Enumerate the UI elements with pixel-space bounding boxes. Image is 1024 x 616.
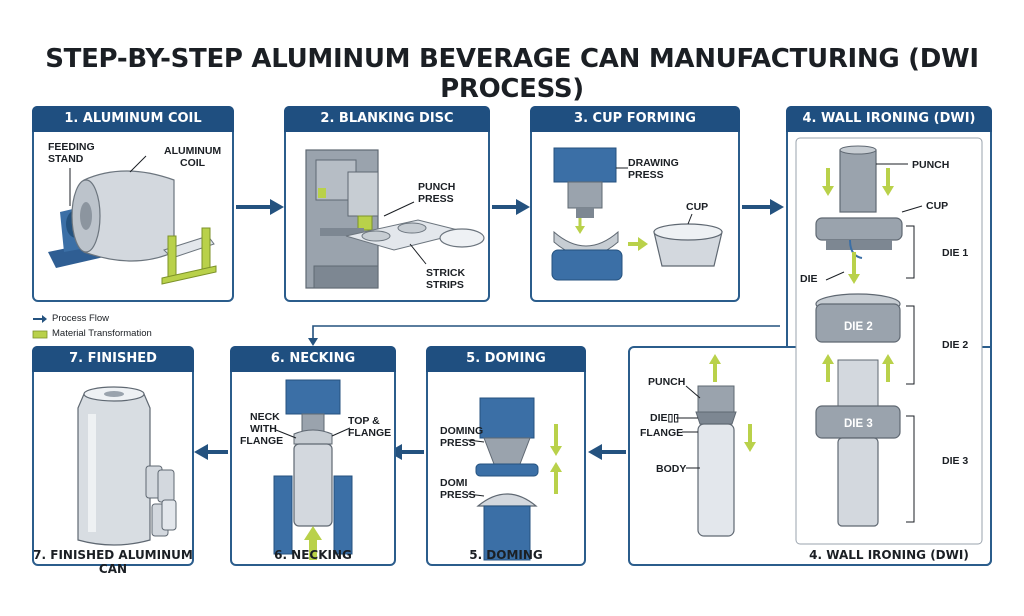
label-punch-ext: PUNCH bbox=[648, 376, 685, 388]
label-feeding: FEEDING bbox=[48, 141, 95, 153]
flow-arrow-6-7 bbox=[194, 444, 228, 460]
necked-can bbox=[293, 443, 333, 527]
label-top: TOP & bbox=[348, 415, 380, 427]
blanking-press-illustration: PUNCH PRESS STRICK STRIPS bbox=[305, 149, 485, 291]
panel-title-wall-ironing: 4. WALL IRONING (DWI) bbox=[786, 106, 992, 132]
panel-title-aluminum-coil: 1. ALUMINUM COIL bbox=[32, 106, 234, 132]
legend-process-flow: Process Flow bbox=[32, 311, 152, 326]
ironed-can-body bbox=[837, 437, 879, 527]
label-domi-press: PRESS bbox=[440, 489, 476, 501]
label-aluminum: ALUMINUM bbox=[164, 145, 221, 157]
panel-blanking-disc: 2. BLANKING DISC PUNCH PRESS STRICK STRI… bbox=[284, 106, 490, 302]
extended-can-body bbox=[697, 423, 735, 537]
panel-title-blanking-disc: 2. BLANKING DISC bbox=[284, 106, 490, 132]
doming-illustration: DOMING PRESS DOMI PRESS bbox=[440, 397, 562, 561]
label-stand: STAND bbox=[48, 153, 84, 165]
panel-cup-forming: 3. CUP FORMING DRAWING PRESS CUP bbox=[530, 106, 740, 302]
die-2-inner-label: DIE 2 bbox=[844, 321, 873, 333]
label-cup: CUP bbox=[686, 201, 708, 213]
necking-die-upper bbox=[285, 379, 341, 415]
label-strick: STRICK bbox=[426, 267, 466, 279]
down-arrow-icon bbox=[744, 442, 756, 452]
label-domi: DOMI bbox=[440, 477, 467, 489]
drawing-press bbox=[553, 147, 617, 183]
die-2 bbox=[815, 303, 901, 343]
panel-title-cup-forming: 3. CUP FORMING bbox=[530, 106, 740, 132]
label-die-ext: DIE▯▯ bbox=[650, 412, 679, 424]
label-doming: DOMING bbox=[440, 425, 483, 437]
ironing-punch bbox=[839, 149, 877, 213]
necking-illustration: NECK WITH FLANGE TOP & FLANGE bbox=[240, 379, 391, 560]
flow-arrow-1-2 bbox=[236, 199, 284, 215]
label-press: PRESS bbox=[418, 193, 454, 205]
label-with: WITH bbox=[250, 423, 277, 435]
die-1 bbox=[815, 217, 903, 241]
flow-arrow-2-3 bbox=[492, 199, 530, 215]
label-die-2: DIE 2 bbox=[942, 339, 968, 351]
punch-tool bbox=[357, 215, 373, 231]
flow-arrow-4-6 bbox=[308, 325, 780, 346]
doming-press-upper bbox=[479, 397, 535, 439]
doming-press-lower bbox=[483, 505, 531, 561]
legend-material-transformation-label: Material Transformation bbox=[52, 328, 152, 339]
label-flange-p6: FLANGE bbox=[240, 435, 283, 447]
caption-doming: 5. DOMING bbox=[469, 548, 543, 562]
flow-arrow-3-4 bbox=[742, 199, 784, 215]
label-top-flange: FLANGE bbox=[348, 427, 391, 439]
caption-wall-ironing: 4. WALL IRONING (DWI) bbox=[809, 548, 969, 562]
panel-title-necking: 6. NECKING bbox=[230, 346, 396, 372]
label-strips: STRIPS bbox=[426, 279, 464, 291]
label-body-ext: BODY bbox=[656, 463, 686, 475]
can-dome bbox=[476, 493, 538, 507]
flow-arrow-4-5 bbox=[588, 444, 626, 460]
label-die-1: DIE 1 bbox=[942, 247, 968, 259]
label-flange-ext: FLANGE bbox=[640, 427, 683, 439]
panel-doming: 5. DOMING DOMING PRESS DOMI PRESS bbox=[426, 346, 586, 566]
label-punch: PUNCH bbox=[418, 181, 455, 193]
label-die-left: DIE bbox=[800, 273, 818, 285]
aluminum-coil-illustration: FEEDING STAND ALUMINUM COIL bbox=[48, 141, 221, 285]
label-neck: NECK bbox=[250, 411, 280, 423]
page-title: STEP-BY-STEP ALUMINUM BEVERAGE CAN MANUF… bbox=[45, 44, 979, 104]
label-cup-p4: CUP bbox=[926, 200, 948, 212]
label-coil: COIL bbox=[180, 157, 206, 169]
die-3-inner-label: DIE 3 bbox=[844, 418, 873, 430]
cup-forming-illustration: DRAWING PRESS CUP bbox=[551, 147, 723, 281]
panel-aluminum-coil: 1. ALUMINUM COIL FEEDING STAND ALUMINUM … bbox=[32, 106, 234, 302]
panel-necking: 6. NECKING NECK WITH FLANGE TOP & FLANGE bbox=[230, 346, 396, 566]
label-die-3: DIE 3 bbox=[942, 455, 968, 467]
blank-disc bbox=[439, 228, 485, 248]
label-doming-press: PRESS bbox=[440, 437, 476, 449]
label-drawing-press: PRESS bbox=[628, 169, 664, 181]
panel-finished-can: 7. FINISHED ALUMINUM CAN bbox=[32, 346, 194, 566]
legend: Process Flow Material Transformation bbox=[32, 311, 152, 341]
up-arrow-icon bbox=[709, 354, 721, 364]
material-swatch-icon bbox=[32, 330, 48, 338]
finished-can-illustration bbox=[77, 386, 177, 546]
caption-necking: 6. NECKING bbox=[274, 548, 352, 562]
legend-material-transformation: Material Transformation bbox=[32, 326, 152, 341]
flow-arrow-icon bbox=[33, 314, 47, 323]
drawing-die bbox=[551, 249, 623, 281]
transform-arrow-icon bbox=[638, 237, 648, 251]
label-punch-top: PUNCH bbox=[912, 159, 949, 171]
legend-process-flow-label: Process Flow bbox=[52, 313, 110, 324]
caption-finished-can: 7. FINISHED ALUMINUM CAN bbox=[33, 548, 193, 576]
label-drawing: DRAWING bbox=[628, 157, 679, 169]
push-up-arrow-icon bbox=[304, 526, 322, 540]
panel-title-finished-can: 7. FINISHED ALUMINUM CAN bbox=[32, 346, 194, 392]
panel-title-doming: 5. DOMING bbox=[426, 346, 586, 372]
